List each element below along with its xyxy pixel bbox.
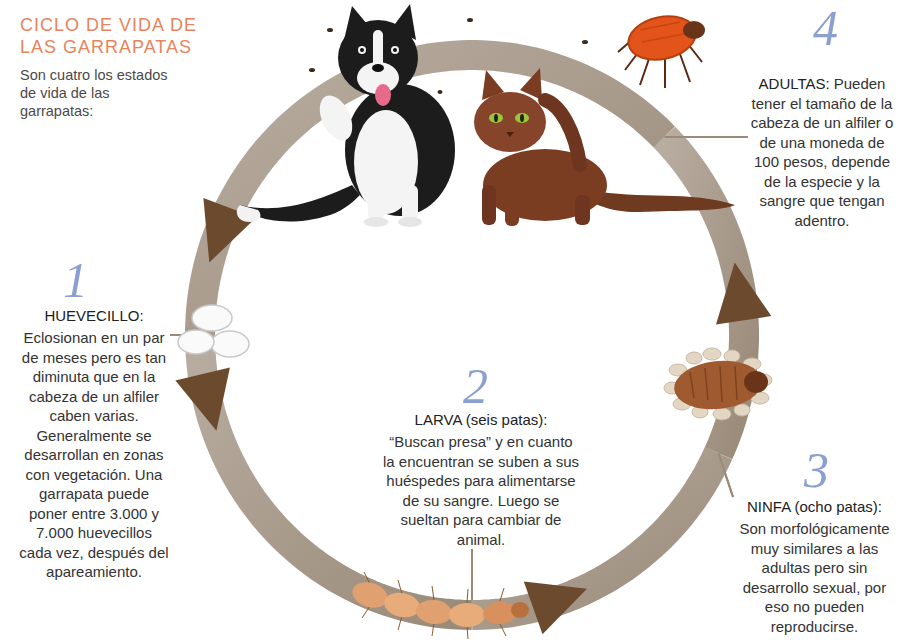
callout-number: 3 <box>804 444 829 496</box>
stage-text-block: HUEVECILLO: Eclosionan en un par de meses… <box>18 306 170 582</box>
stage-description: Pueden tener el tamaño de la cabeza de u… <box>751 75 894 229</box>
arrow-head <box>524 581 587 634</box>
cycle-arrow <box>170 55 748 335</box>
intro-text: Son cuatro los estados de vida de las ga… <box>20 66 175 120</box>
larva-illustration <box>349 572 529 639</box>
stage-description: Son morfológicamente muy similares a las… <box>733 519 896 636</box>
connector-stub <box>664 136 748 138</box>
stage-description: Eclosionan en un par de meses pero es ta… <box>18 328 170 582</box>
stage-heading: NINFA (ocho patas): <box>733 497 896 516</box>
adult-tick-illustration <box>618 10 705 88</box>
arrow-head <box>716 263 771 325</box>
arrow-head <box>175 367 230 430</box>
eggs-illustration <box>178 305 249 357</box>
stage-text-block: NINFA (ocho patas): Son morfológicamente … <box>733 497 896 636</box>
connector-stub <box>719 453 733 497</box>
callout-number: 2 <box>463 360 488 412</box>
diagram-title: CICLO DE VIDA DE LAS GARRAPATAS <box>20 14 235 58</box>
callout-number: 4 <box>813 2 838 54</box>
stage-heading: ADULTAS: <box>759 75 830 92</box>
cat-illustration <box>474 68 735 226</box>
stage-heading: LARVA (seis patas): <box>383 410 579 429</box>
callout-number: 1 <box>63 254 88 306</box>
stage-text-block: LARVA (seis patas): “Buscan presa” y en c… <box>383 410 579 549</box>
stage-description: “Buscan presa” y en cuanto la encuentran… <box>383 432 579 549</box>
connector-stub <box>664 136 748 138</box>
dog-illustration <box>237 4 455 227</box>
stage-text-block: ADULTAS:Pueden tener el tamaño de la cab… <box>748 74 896 230</box>
stage-heading: HUEVECILLO: <box>18 306 170 325</box>
ring-band <box>200 55 664 335</box>
cycle-arrow <box>664 137 771 497</box>
nymph-illustration <box>664 348 772 420</box>
